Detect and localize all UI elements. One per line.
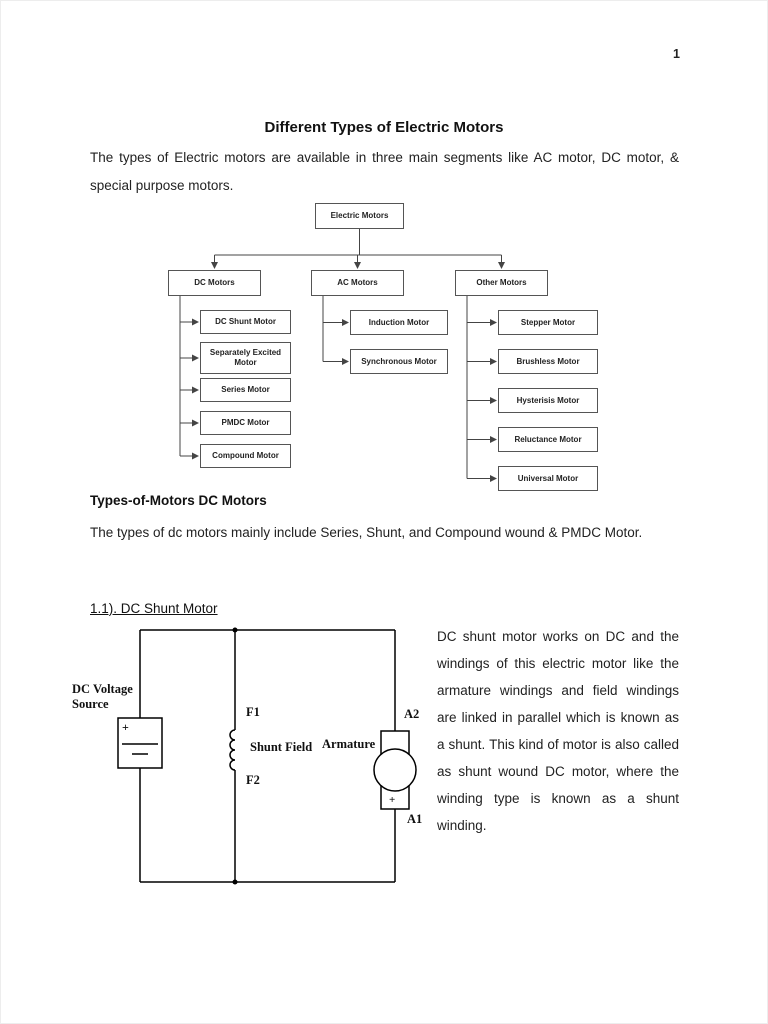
f2-terminal-label: F2 (246, 773, 260, 787)
section-paragraph: The types of dc motors mainly include Se… (90, 525, 643, 540)
a2-terminal-label: A2 (404, 707, 420, 721)
battery-plus-sign: + (122, 720, 129, 734)
tree-node-dc-motors: DC Motors (168, 270, 261, 296)
page-title: Different Types of Electric Motors (264, 119, 504, 136)
tree-node-hysterisis-motor: Hysterisis Motor (498, 388, 598, 413)
tree-node-other-motors: Other Motors (455, 270, 548, 296)
tree-node-series-motor: Series Motor (200, 378, 291, 402)
armature-plus-sign: + (389, 794, 396, 806)
tree-node-synchronous-motor: Synchronous Motor (350, 349, 448, 374)
subsection-heading: 1.1). DC Shunt Motor (90, 601, 218, 616)
shunt-field-label: Shunt Field (250, 740, 313, 754)
tree-node-induction-motor: Induction Motor (350, 310, 448, 335)
section-heading: Types-of-Motors DC Motors (90, 493, 267, 508)
page-number: 1 (673, 47, 680, 61)
tree-node-electric-motors: Electric Motors (315, 203, 404, 229)
armature-label: Armature (322, 737, 376, 751)
tree-node-separately-excited-motor: Separately Excited Motor (200, 342, 291, 374)
tree-node-pmdc-motor: PMDC Motor (200, 411, 291, 435)
tree-node-dc-shunt-motor: DC Shunt Motor (200, 310, 291, 334)
a1-terminal-label: A1 (407, 812, 423, 826)
tree-node-stepper-motor: Stepper Motor (498, 310, 598, 335)
tree-node-compound-motor: Compound Motor (200, 444, 291, 468)
tree-node-reluctance-motor: Reluctance Motor (498, 427, 598, 452)
tree-node-ac-motors: AC Motors (311, 270, 404, 296)
intro-paragraph: The types of Electric motors are availab… (90, 150, 679, 193)
tree-node-universal-motor: Universal Motor (498, 466, 598, 491)
tree-node-brushless-motor: Brushless Motor (498, 349, 598, 374)
subsection-paragraph: DC shunt motor works on DC and the windi… (437, 629, 679, 833)
dc-voltage-source-label: DC Voltage Source (72, 682, 133, 711)
f1-terminal-label: F1 (246, 705, 260, 719)
